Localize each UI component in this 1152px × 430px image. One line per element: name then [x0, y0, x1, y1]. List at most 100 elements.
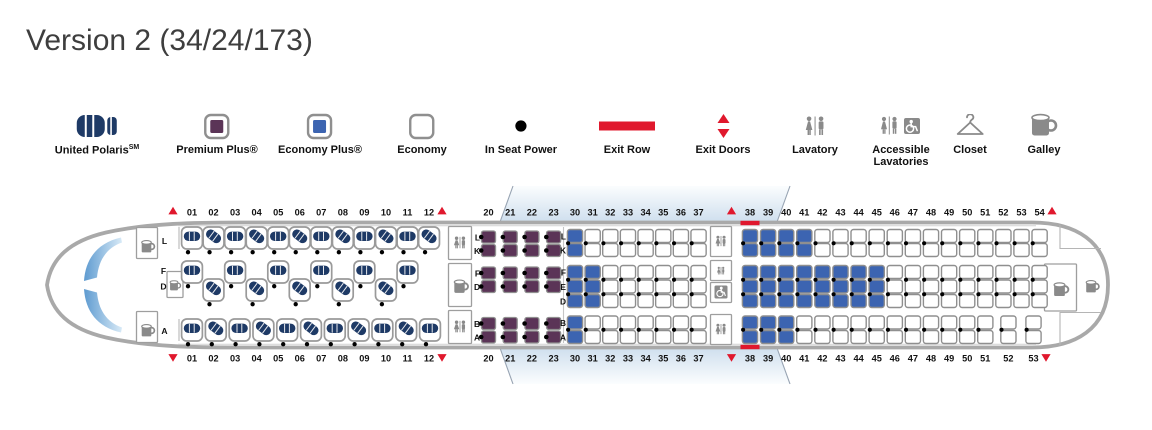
seat-53A: [1025, 329, 1042, 345]
seat-21F: [502, 266, 518, 280]
row-number-bottom: 50: [962, 354, 972, 364]
seat-32D: [602, 293, 619, 309]
seat-34K: [637, 242, 654, 258]
seat-50E: [958, 279, 976, 294]
seat-51K: [977, 242, 994, 258]
letter-premium-B: B: [474, 319, 480, 329]
legend-label: Galley: [1027, 144, 1061, 156]
seat-44D: [850, 293, 867, 309]
seat-32F: [602, 264, 619, 280]
seat-39F: [759, 264, 777, 280]
seat-40L: [777, 228, 795, 244]
legend-label: Economy Plus®: [278, 144, 362, 156]
exit-row-marker-top: [740, 220, 760, 226]
letter-economy-A: A: [560, 333, 566, 343]
row-number-top: 50: [962, 208, 972, 218]
pod-D3: [288, 278, 311, 307]
seat-50K: [958, 242, 976, 258]
row-number-top: 09: [359, 208, 369, 218]
pod-D1: [202, 278, 225, 307]
seat-33A: [619, 329, 637, 345]
row-number-bottom: 52: [1003, 354, 1013, 364]
row-number-bottom: 53: [1028, 354, 1038, 364]
seat-38K: [741, 242, 759, 258]
letter-premium-K: K: [474, 246, 480, 256]
seat-52L: [995, 228, 1012, 244]
seat-23F: [545, 266, 562, 280]
pod-05L: [266, 226, 290, 255]
seat-42B: [814, 315, 831, 330]
row-number-bottom: 05: [273, 354, 283, 364]
seat-52K: [995, 242, 1012, 258]
seat-43A: [832, 329, 849, 345]
row-number-top: 54: [1034, 208, 1045, 218]
row-number-bottom: 04: [252, 354, 263, 364]
seat-33K: [619, 242, 637, 258]
seat-46K: [886, 242, 904, 258]
row-number-top: 34: [640, 208, 651, 218]
seat-22F: [524, 266, 540, 280]
seat-34E: [637, 279, 654, 294]
seat-46A: [886, 329, 904, 345]
row-number-top: 12: [424, 208, 434, 218]
seat-47E: [904, 279, 922, 294]
row-number-bottom: 34: [640, 354, 651, 364]
row-number-top: 43: [835, 208, 845, 218]
seat-50A: [958, 329, 976, 345]
seat-52E: [995, 279, 1012, 294]
row-number-top: 44: [853, 208, 864, 218]
seat-48F: [922, 264, 940, 280]
seat-31A: [584, 329, 601, 345]
seat-54D: [1031, 293, 1048, 309]
seat-46B: [886, 315, 904, 330]
seat-48B: [922, 315, 940, 330]
lavatory-icon: [801, 111, 829, 141]
pod-11L: [396, 226, 419, 255]
row-number-top: 22: [527, 208, 537, 218]
pod-01A: [180, 318, 204, 347]
seat-33E: [619, 279, 637, 294]
row-number-bottom: 39: [763, 354, 773, 364]
row-number-top: 36: [676, 208, 686, 218]
seat-49D: [940, 293, 958, 309]
letter-premium-F: F: [475, 269, 480, 279]
seat-22D: [524, 279, 540, 294]
row-number-bottom: 49: [944, 354, 954, 364]
seat-30D: [566, 293, 584, 309]
premium-plus-seat-icon: [204, 111, 231, 141]
seat-34D: [637, 293, 654, 309]
seat-20D: [480, 279, 497, 294]
seat-31D: [584, 293, 601, 309]
seat-53K: [1013, 242, 1030, 258]
galley-icon-mid-cabin: [453, 279, 469, 293]
legend-label: Lavatory: [792, 144, 838, 156]
seat-50F: [958, 264, 976, 280]
legend-item-accessible-lavatories: Accessible Lavatories: [863, 111, 939, 169]
lavatory-icon-rear-accessible: [717, 266, 725, 275]
row-number-top: 01: [187, 208, 197, 218]
pod-01L: [180, 226, 204, 255]
pod-D2: [245, 278, 268, 307]
seat-23K: [545, 243, 562, 258]
seat-38A: [741, 329, 759, 345]
seat-44L: [850, 228, 867, 244]
seat-39L: [759, 228, 777, 244]
pod-09A: [371, 318, 394, 347]
pod-04L: [245, 226, 268, 255]
seat-40K: [777, 242, 795, 258]
pod-06A: [299, 318, 323, 347]
pod-03A: [228, 318, 251, 347]
seat-32B: [602, 315, 619, 330]
seat-50B: [958, 315, 976, 330]
legend-item-premium-plus: Premium Plus®: [176, 111, 258, 156]
seat-38L: [741, 228, 759, 244]
seat-22L: [524, 230, 540, 244]
seat-34B: [637, 315, 654, 330]
seat-36B: [672, 315, 690, 330]
seat-40A: [777, 329, 795, 345]
seat-47L: [904, 228, 922, 244]
row-number-bottom: 41: [799, 354, 809, 364]
letter-polaris-F: F: [161, 266, 166, 276]
row-number-bottom: 23: [548, 354, 558, 364]
legend-label: Exit Doors: [695, 144, 751, 156]
